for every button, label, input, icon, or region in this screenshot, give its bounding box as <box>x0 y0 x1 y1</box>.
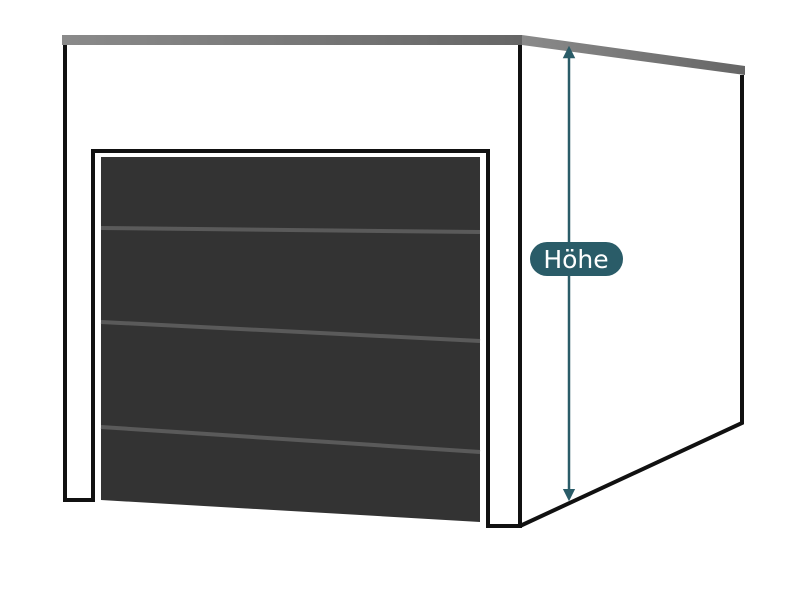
door-slat <box>100 226 481 234</box>
door-slat <box>100 425 481 454</box>
front-wall-outline <box>63 45 522 528</box>
door-slat <box>100 320 481 343</box>
side-wall-outline <box>519 75 744 528</box>
garage-door <box>101 157 480 522</box>
height-label: Höhe <box>530 242 623 276</box>
height-label-text: Höhe <box>543 245 608 274</box>
roof-side <box>522 35 745 75</box>
roof-front <box>62 35 522 45</box>
